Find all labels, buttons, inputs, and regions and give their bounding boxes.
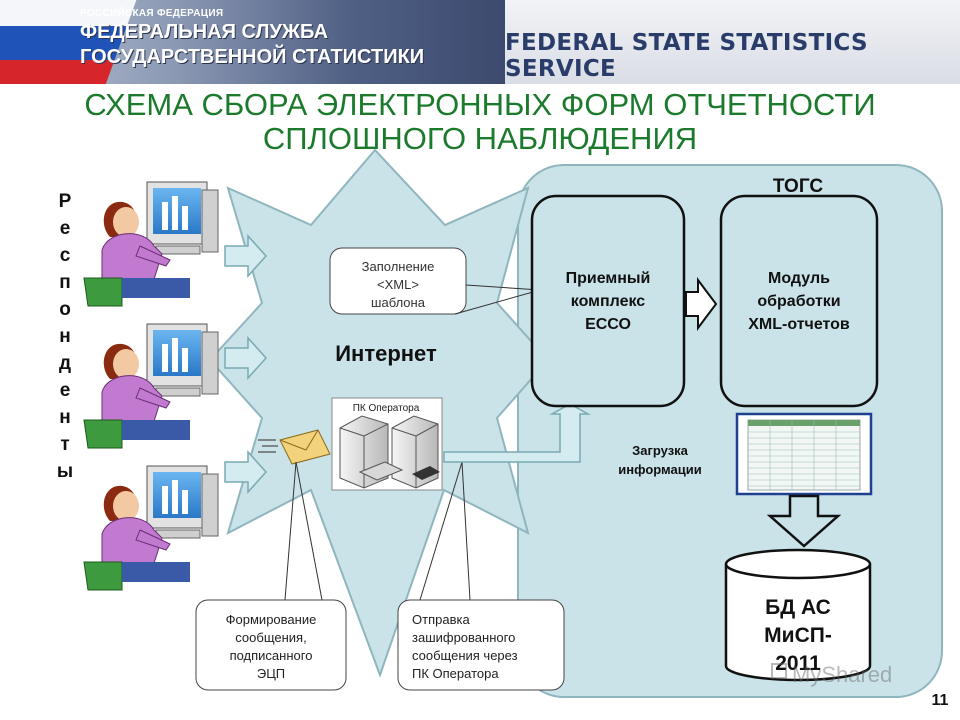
respondent-figure (83, 181, 219, 307)
agency-name-ru: ФЕДЕРАЛЬНАЯ СЛУЖБА ГОСУДАРСТВЕННОЙ СТАТИ… (80, 20, 424, 70)
callout-form-line1: Формирование (226, 612, 317, 627)
callout-fill-line2: <XML> (377, 277, 419, 292)
callout-form-line4: ЭЦП (257, 666, 285, 681)
callout-fill-line3: шаблона (371, 295, 426, 310)
database-line1: БД АС (765, 596, 831, 619)
callout-send-line4: ПК Оператора (412, 666, 499, 681)
slide-title-line1: СХЕМА СБОРА ЭЛЕКТРОННЫХ ФОРМ ОТЧЕТНОСТИ (84, 87, 876, 122)
respondents-letter: д (58, 353, 72, 374)
receiver-line3: ЕССО (585, 316, 631, 333)
callout-fill-line1: Заполнение (362, 259, 435, 274)
envelope-icon (258, 429, 331, 465)
respondents-letter: н (59, 407, 71, 428)
page-number: 11 (932, 692, 949, 709)
header-right-panel: FEDERAL STATE STATISTICS SERVICE (505, 0, 960, 84)
country-label: РОССИЙСКАЯ ФЕДЕРАЦИЯ (80, 8, 224, 19)
callout-pointer-line (419, 461, 463, 601)
agency-name-ru-line1: ФЕДЕРАЛЬНАЯ СЛУЖБА (80, 21, 329, 43)
callout-pointer-line (461, 461, 471, 601)
callout-form-line3: подписанного (230, 648, 313, 663)
respondents-letter: н (59, 326, 71, 347)
module-line3: XML-отчетов (748, 316, 850, 333)
respondent-arrow (224, 450, 268, 494)
callout-pointer-line (465, 284, 541, 291)
togs-label: ТОГС (773, 176, 823, 197)
server-icon (339, 415, 440, 489)
slide-title-line2: СПЛОШНОГО НАБЛЮДЕНИЯ (262, 121, 698, 156)
respondent-arrow (224, 336, 268, 380)
callout-form-message (195, 599, 347, 691)
respondents-letter: е (59, 380, 71, 401)
receiver-line1: Приемный (566, 270, 651, 287)
respondents-letter: ы (56, 461, 74, 482)
agency-name-en: FEDERAL STATE STATISTICS SERVICE (505, 30, 868, 82)
spreadsheet-thumbnail (747, 419, 861, 491)
respondent-arrow (224, 234, 268, 278)
module-line1: Модуль (768, 270, 830, 287)
upload-label-line1: Загрузка (632, 443, 689, 458)
callout-send-line1: Отправка (412, 612, 470, 627)
upload-to-db-arrow (766, 494, 842, 548)
respondent-figure (83, 465, 219, 591)
respondents-letter: е (59, 218, 71, 239)
receiver-box (530, 194, 686, 408)
callout-pointer-line (295, 461, 323, 601)
slide-title: СХЕМА СБОРА ЭЛЕКТРОННЫХ ФОРМ ОТЧЕТНОСТИ … (40, 88, 920, 156)
watermark-logo: MyShared (771, 662, 892, 687)
receiver-to-module-arrow (685, 277, 718, 331)
operator-to-receiver-arrow (443, 403, 591, 463)
callout-send-line3: сообщения через (412, 648, 518, 663)
receiver-line2: комплекс (571, 293, 646, 310)
respondents-letter: Р (58, 191, 72, 212)
respondents-letter: с (59, 245, 71, 266)
callout-pointer-line (284, 461, 297, 601)
header-banner: РОССИЙСКАЯ ФЕДЕРАЦИЯ ФЕДЕРАЛЬНАЯ СЛУЖБА … (0, 0, 960, 84)
callout-form-line2: сообщения, (235, 630, 306, 645)
respondents-vertical-label: Р е с п о н д е н т ы (55, 188, 75, 485)
respondents-letter: п (59, 272, 71, 293)
callout-send-line2: зашифрованного (412, 630, 515, 645)
header-left-panel: РОССИЙСКАЯ ФЕДЕРАЦИЯ ФЕДЕРАЛЬНАЯ СЛУЖБА … (0, 0, 505, 84)
respondent-figure (83, 323, 219, 449)
respondents-letter: о (59, 299, 71, 320)
callout-send-message (397, 599, 565, 691)
internet-label: Интернет (335, 341, 437, 366)
database-line2: МиСП- (764, 624, 832, 647)
callout-fill-xml (329, 247, 467, 315)
watermark-text: MyShared (792, 662, 892, 687)
module-box (719, 194, 879, 408)
callout-pointer-line (454, 289, 541, 315)
agency-name-ru-line2: ГОСУДАРСТВЕННОЙ СТАТИСТИКИ (80, 46, 425, 68)
database-line3: 2011 (775, 652, 821, 675)
operator-pc-label: ПК Оператора (353, 403, 420, 414)
upload-label-line2: информации (618, 462, 701, 477)
module-line2: обработки (757, 293, 840, 310)
database-icon (724, 548, 872, 682)
respondents-letter: т (60, 434, 70, 455)
